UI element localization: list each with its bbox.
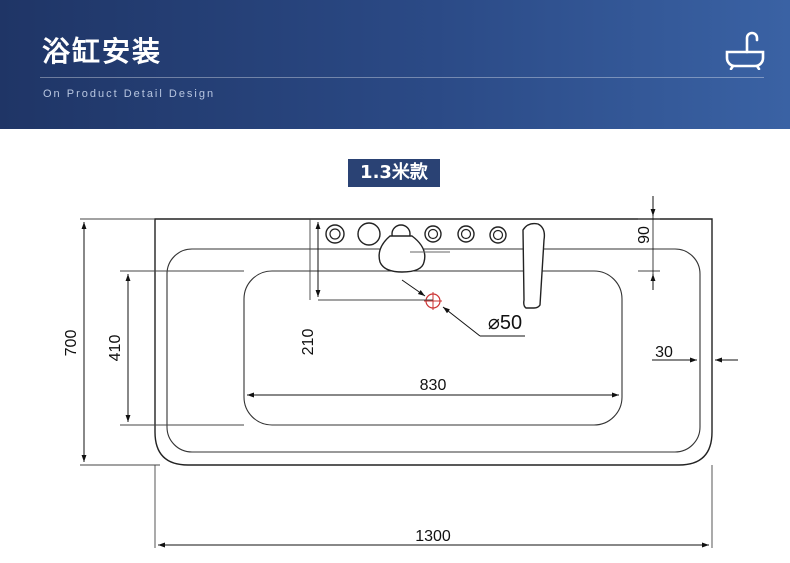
header-banner: 浴缸安装 On Product Detail Design xyxy=(0,0,790,129)
label-drain-diameter: ⌀50 xyxy=(488,312,522,334)
header-divider xyxy=(40,77,764,78)
label-total-width: 700 xyxy=(63,330,80,357)
tub-basin xyxy=(243,270,623,426)
page-subtitle: On Product Detail Design xyxy=(43,88,216,100)
label-faucet-offset: 90 xyxy=(636,226,653,244)
tub-outer-outline xyxy=(154,218,713,466)
page-title: 浴缸安装 xyxy=(42,35,163,68)
tub-rim-inner xyxy=(166,248,701,453)
label-rim-offset: 30 xyxy=(655,344,673,361)
label-drain-offset: 210 xyxy=(300,329,317,356)
tub-fittings xyxy=(325,222,546,309)
model-badge: 1.3米款 xyxy=(348,159,440,187)
drain-marker xyxy=(424,292,442,310)
bathtub-icon xyxy=(725,31,765,70)
label-inner-length: 830 xyxy=(420,377,447,394)
label-inner-width: 410 xyxy=(107,335,124,362)
label-total-length: 1300 xyxy=(415,528,451,545)
